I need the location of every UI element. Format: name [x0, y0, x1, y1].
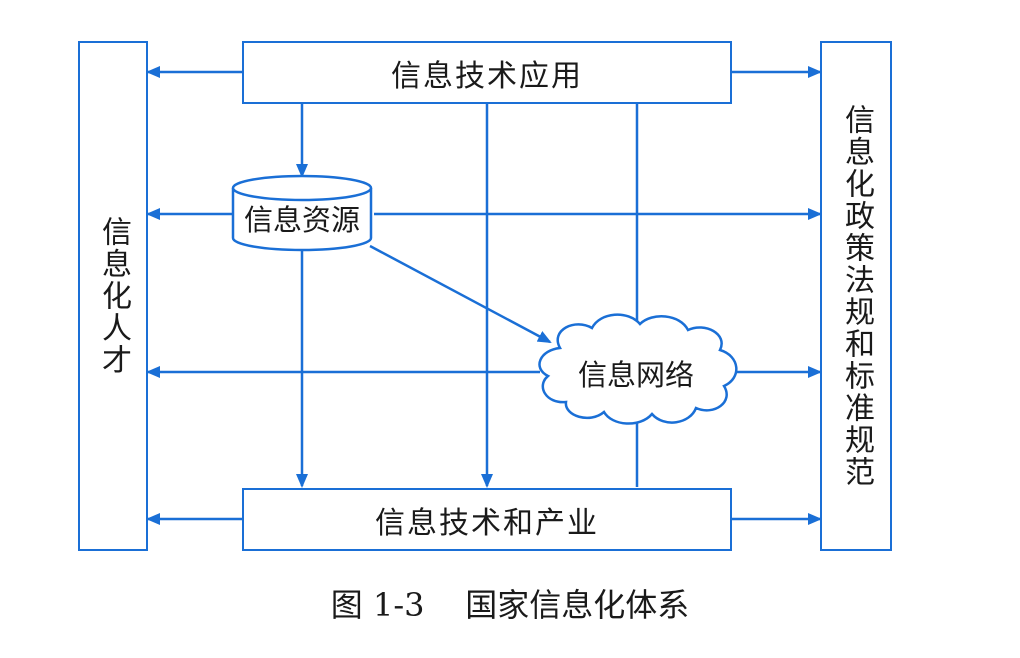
right-box-label: 信息化政策法规和标准规范	[839, 104, 874, 488]
left-box: 信息化人才	[78, 41, 148, 551]
network-label: 信息网络	[577, 358, 694, 392]
bottom-box-label: 信息技术和产业	[375, 505, 599, 541]
network-cloud	[538, 313, 738, 425]
top-box-label: 信息技术应用	[391, 58, 583, 94]
caption-title: 国家信息化体系	[465, 586, 690, 624]
top-box: 信息技术应用	[242, 41, 732, 104]
resource-label: 信息资源	[243, 203, 360, 237]
left-box-label: 信息化人才	[96, 216, 131, 376]
resource-cylinder	[231, 174, 373, 252]
right-box: 信息化政策法规和标准规范	[820, 41, 892, 551]
caption-number: 图 1-3	[330, 586, 425, 624]
arrow-resource-to-network	[369, 244, 552, 344]
figure-caption: 图 1-3 国家信息化体系	[0, 580, 1020, 626]
bottom-box: 信息技术和产业	[242, 488, 732, 551]
